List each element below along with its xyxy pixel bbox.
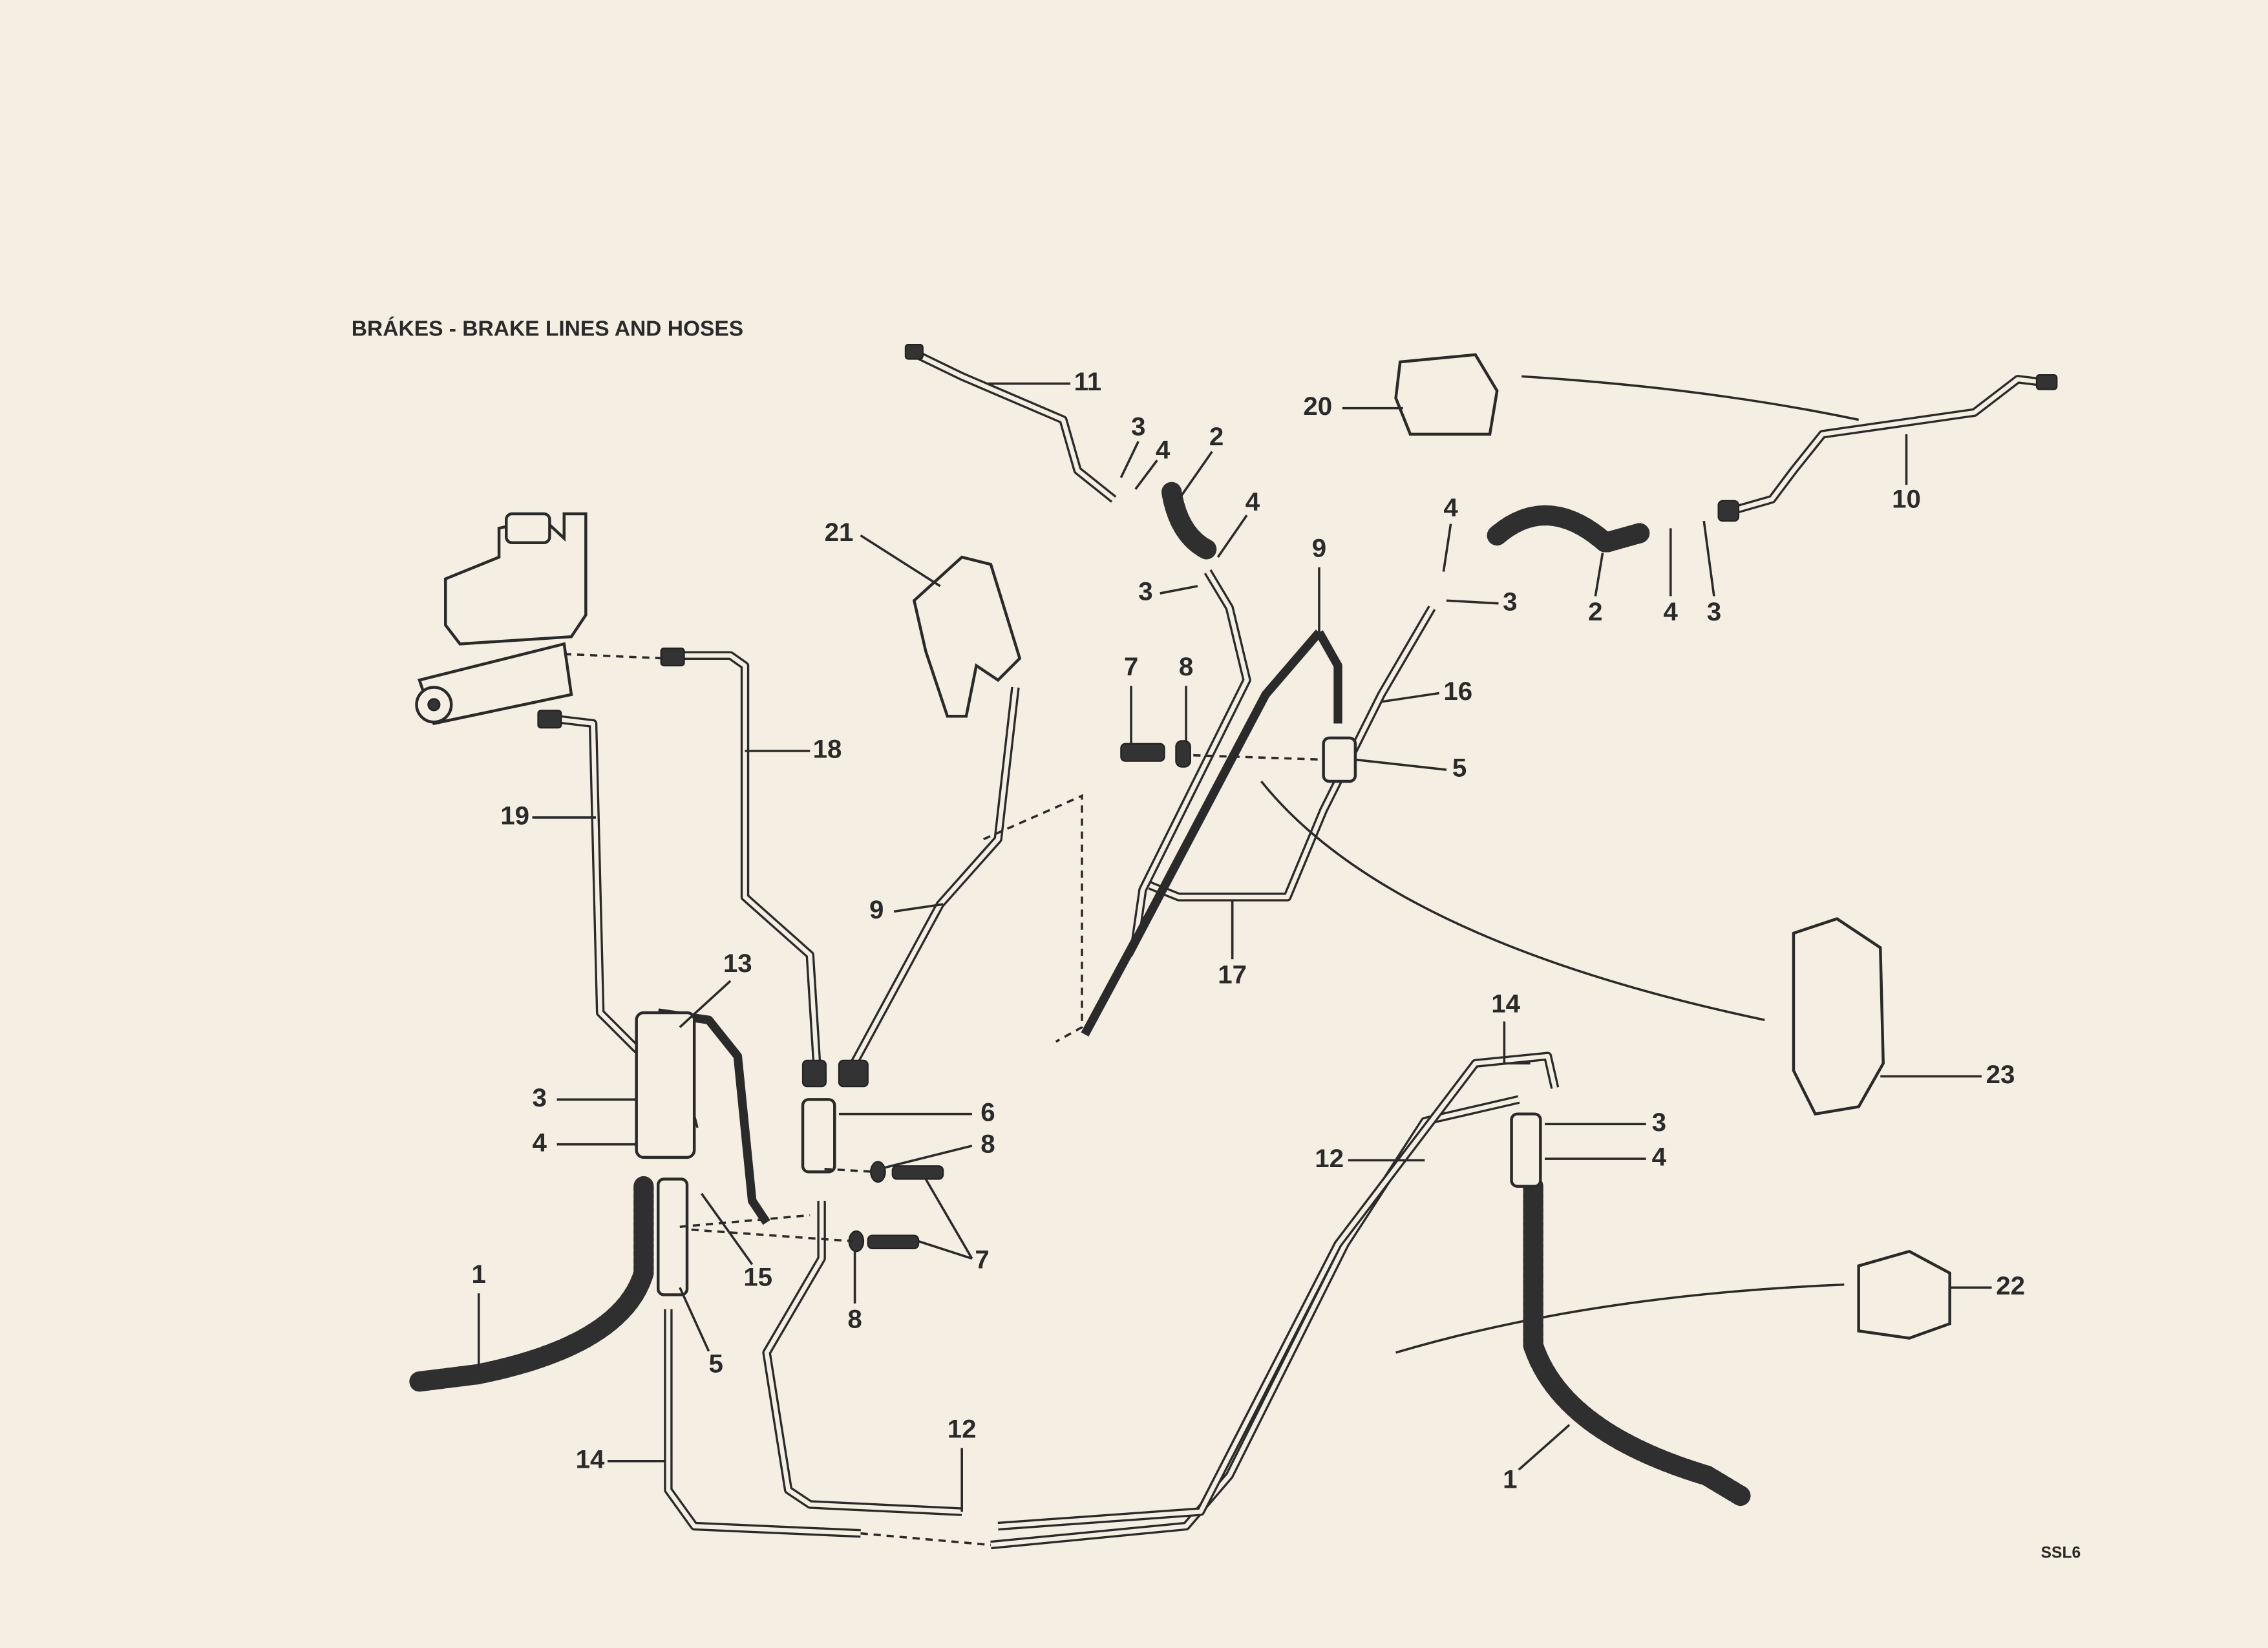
flexible-hoses [409, 481, 1754, 1508]
brake-tubes [556, 349, 2055, 1550]
clip-23 [1792, 917, 1885, 1116]
callout-3: 3 [1138, 577, 1152, 606]
callout-2: 2 [1588, 597, 1602, 626]
callout-5: 5 [1452, 754, 1467, 783]
callout-14: 14 [1491, 989, 1520, 1018]
bracket-21 [912, 555, 1022, 718]
callout-14: 14 [576, 1444, 605, 1474]
clip-20 [1394, 353, 1499, 436]
callout-3: 3 [1503, 587, 1517, 616]
callout-4: 4 [1443, 493, 1458, 522]
callout-20: 20 [1303, 392, 1332, 421]
callout-1: 1 [472, 1260, 486, 1289]
callout-18: 18 [813, 735, 842, 764]
callout-16: 16 [1443, 677, 1472, 706]
callout-8: 8 [980, 1130, 995, 1159]
callout-19: 19 [500, 801, 529, 830]
callout-1: 1 [1503, 1465, 1517, 1494]
callout-6: 6 [980, 1097, 995, 1126]
callout-4: 4 [1156, 435, 1171, 464]
callout-9: 9 [869, 895, 884, 924]
callout-17: 17 [1218, 960, 1247, 989]
callout-12: 12 [1315, 1144, 1344, 1173]
leader-lines [477, 382, 1992, 1512]
callout-4: 4 [533, 1128, 547, 1157]
callout-labels: 11 3 4 2 4 3 21 20 10 9 4 3 2 4 3 7 8 16… [472, 367, 2026, 1494]
figure-code: SSL6 [2041, 1545, 2081, 1562]
master-cylinder [415, 512, 588, 726]
callout-9: 9 [1312, 534, 1326, 563]
fittings [537, 344, 2058, 1340]
callout-8: 8 [1179, 652, 1193, 681]
callout-12: 12 [948, 1414, 977, 1443]
callout-7: 7 [975, 1245, 989, 1274]
callout-13: 13 [723, 949, 752, 978]
callout-4: 4 [1664, 597, 1679, 626]
callout-22: 22 [1996, 1271, 2025, 1300]
callout-5: 5 [709, 1349, 723, 1379]
callout-21: 21 [825, 518, 854, 547]
diagram-title: BRÁKES - BRAKE LINES AND HOSES [352, 317, 743, 341]
callout-3: 3 [1652, 1108, 1666, 1137]
grommet-22 [1857, 1249, 1951, 1340]
callout-8: 8 [847, 1304, 862, 1333]
callout-10: 10 [1892, 484, 1921, 513]
callout-23: 23 [1986, 1060, 2015, 1089]
callout-11: 11 [1074, 367, 1102, 396]
assembly-lines [564, 653, 1324, 1547]
callout-4: 4 [1652, 1143, 1667, 1172]
callout-15: 15 [743, 1262, 772, 1291]
callout-2: 2 [1209, 422, 1224, 451]
callout-3: 3 [533, 1083, 547, 1112]
callout-3: 3 [1131, 412, 1145, 441]
callout-3: 3 [1707, 597, 1721, 626]
callout-7: 7 [1124, 652, 1138, 681]
callout-4: 4 [1245, 487, 1260, 516]
